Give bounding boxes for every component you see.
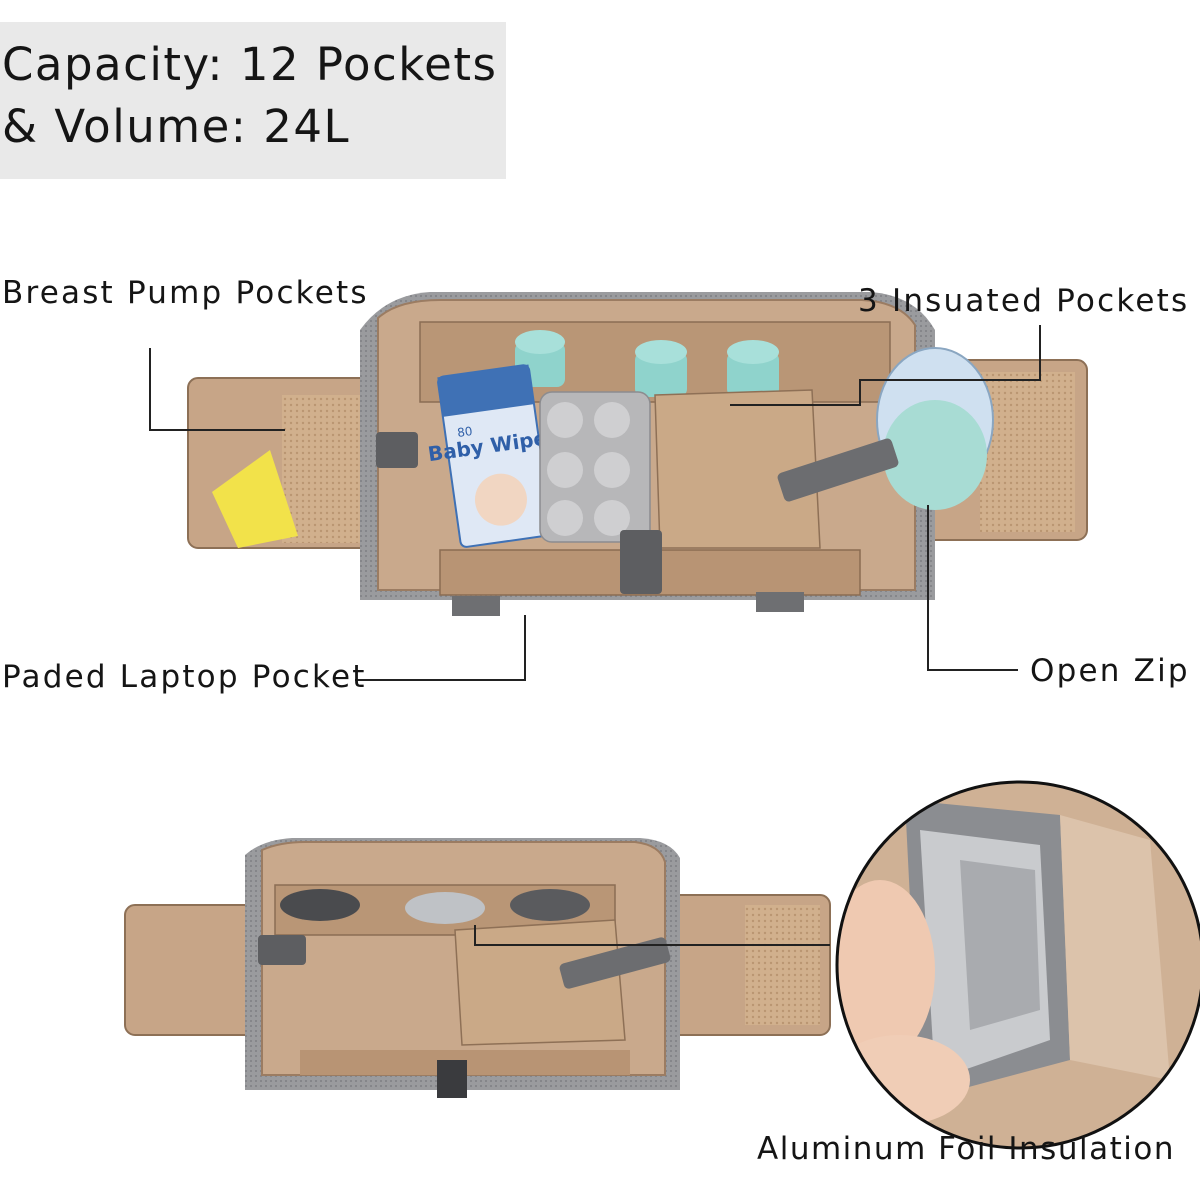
line-breast-pump: [149, 348, 285, 431]
strap-right: [777, 438, 899, 502]
pump-card: [212, 450, 298, 548]
label-open-zip: Open Zip: [1030, 653, 1190, 689]
baby-wipes: Baby Wipes 80: [426, 364, 560, 548]
bottom-bag: [124, 838, 831, 1098]
label-laptop-pocket: Paded Laptop Pocket: [2, 659, 367, 695]
title-line-1: Capacity: 12 Pockets: [2, 38, 498, 91]
line-open-zip: [927, 505, 1018, 671]
top-bag: Baby Wipes 80: [187, 292, 1088, 616]
label-insulated-pockets: 3 Insuated Pockets: [858, 283, 1190, 319]
label-foil-insulation: Aluminum Foil Insulation: [757, 1131, 1175, 1167]
foil-closeup: [835, 780, 1200, 1150]
strap-left: [376, 432, 418, 468]
line-foil: [474, 925, 830, 946]
line-laptop: [355, 615, 526, 681]
insulated-pocket-front: [654, 389, 821, 549]
label-breast-pump-pockets: Breast Pump Pockets: [2, 275, 369, 311]
title-line-2: & Volume: 24L: [2, 100, 351, 153]
callout-lines: [149, 325, 1041, 946]
title-box: Capacity: 12 Pockets & Volume: 24L: [0, 22, 506, 179]
bottles: [515, 330, 779, 397]
strap-front: [620, 530, 662, 594]
wipes-count-text: 80: [456, 424, 473, 440]
rolled-clothes: [539, 391, 651, 543]
line-insulated: [730, 325, 1041, 406]
